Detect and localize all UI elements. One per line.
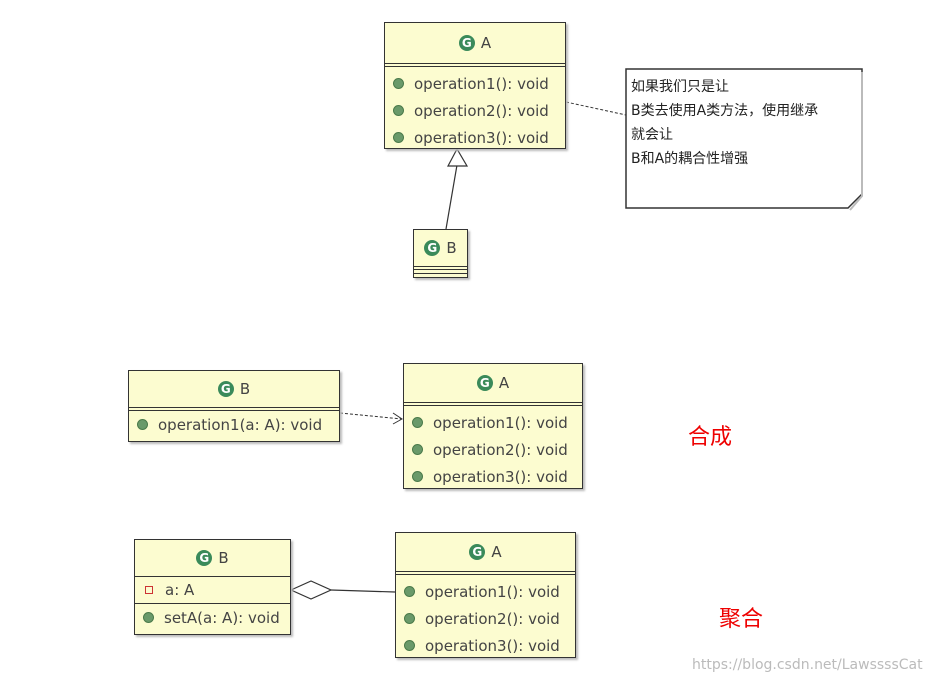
- method-label: operation2(): void: [433, 440, 568, 459]
- attribute-row: a: A: [135, 577, 290, 604]
- method-row: operation2(): void: [404, 436, 582, 463]
- note: 如果我们只是让 B类去使用A类方法，使用继承 就会让 B和A的耦合性增强: [626, 69, 862, 208]
- public-method-icon: [404, 613, 415, 624]
- inheritance-arrow: [447, 147, 469, 167]
- method-label: operation2(): void: [414, 101, 549, 120]
- inheritance-line: [445, 164, 458, 230]
- watermark: https://blog.csdn.net/LawssssCat: [692, 657, 923, 673]
- aggregation-line: [330, 589, 396, 593]
- method-row: operation1(): void: [385, 70, 565, 97]
- note-line: 就会让: [631, 127, 673, 143]
- method-row: operation3(): void: [396, 632, 575, 659]
- public-method-icon: [137, 419, 148, 430]
- method-row: operation2(): void: [396, 605, 575, 632]
- class-name: B: [218, 549, 229, 567]
- public-method-icon: [404, 640, 415, 651]
- class-name: A: [491, 543, 502, 561]
- method-label: operation1(): void: [433, 413, 568, 432]
- note-line: 如果我们只是让: [631, 79, 729, 95]
- class-icon: G: [217, 381, 234, 397]
- note-line: B类去使用A类方法，使用继承: [631, 103, 819, 119]
- note-shape: [625, 68, 863, 209]
- method-label: setA(a: A): void: [164, 608, 280, 627]
- public-method-icon: [393, 78, 404, 89]
- dependency-arrow: [392, 412, 403, 425]
- method-row: operation1(): void: [396, 578, 575, 605]
- class-icon: G: [458, 35, 475, 51]
- class-icon: G: [196, 550, 213, 566]
- method-label: operation3(): void: [433, 467, 568, 486]
- public-method-icon: [143, 612, 154, 623]
- note-line: B和A的耦合性增强: [631, 151, 749, 167]
- method-row: setA(a: A): void: [135, 604, 290, 631]
- method-label: operation3(): void: [414, 128, 549, 147]
- class-name: B: [239, 380, 251, 398]
- dependency-line: [339, 412, 403, 420]
- public-method-icon: [412, 471, 423, 482]
- note-anchor-line: [565, 101, 627, 116]
- class-name: B: [446, 239, 457, 257]
- method-row: operation1(): void: [404, 409, 582, 436]
- method-row: operation3(): void: [385, 124, 565, 151]
- public-method-icon: [412, 444, 423, 455]
- method-label: operation2(): void: [425, 609, 560, 628]
- private-field-icon: [145, 586, 153, 594]
- public-method-icon: [393, 132, 404, 143]
- class-name: A: [498, 374, 510, 392]
- public-method-icon: [404, 586, 415, 597]
- method-row: operation1(a: A): void: [129, 411, 339, 438]
- method-label: operation1(a: A): void: [158, 415, 323, 434]
- class-icon: G: [469, 544, 486, 560]
- method-label: operation1(): void: [414, 74, 549, 93]
- class-name: A: [480, 34, 492, 52]
- class-icon: G: [424, 240, 441, 256]
- aggregation-label: 聚合: [719, 607, 764, 632]
- aggregation-diamond: [289, 580, 333, 600]
- method-label: operation1(): void: [425, 582, 560, 601]
- public-method-icon: [393, 105, 404, 116]
- public-method-icon: [412, 417, 423, 428]
- composition-label: 合成: [688, 425, 733, 450]
- method-label: operation3(): void: [425, 636, 560, 655]
- method-row: operation3(): void: [404, 463, 582, 490]
- class-icon: G: [476, 375, 493, 391]
- attribute-label: a: A: [165, 581, 195, 599]
- method-row: operation2(): void: [385, 97, 565, 124]
